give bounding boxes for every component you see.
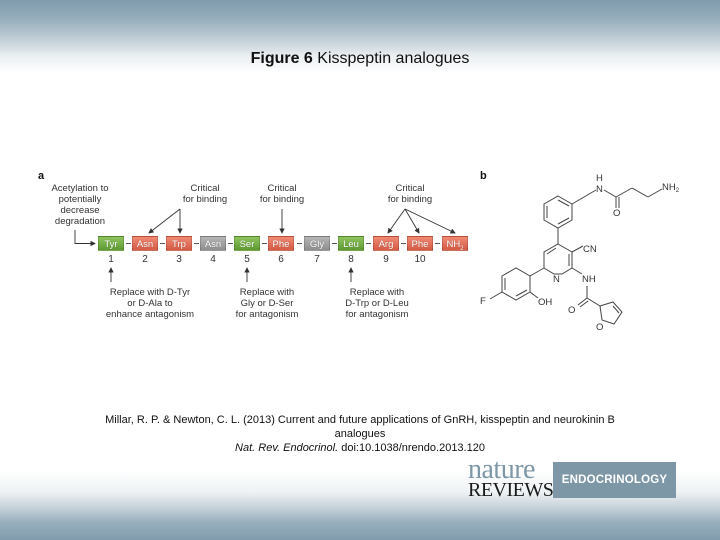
note-line: for binding: [259, 194, 305, 205]
citation-journal: Nat. Rev. Endocrinol. doi:10.1038/nrendo…: [0, 441, 720, 455]
note-line: Critical: [267, 183, 297, 194]
replace-note-1: Replace with D-Tyr or D-Ala to enhance a…: [95, 287, 205, 320]
atom-h: H: [596, 173, 603, 184]
atom-oh: OH: [538, 297, 552, 308]
note-line: decrease: [60, 205, 100, 216]
residue-gly: Gly: [304, 236, 330, 251]
note-line: D-Trp or D-Leu: [345, 298, 409, 309]
note-line: Gly or D-Ser: [240, 298, 294, 309]
atom-o-furan: O: [596, 322, 603, 333]
residue-arg: Arg: [373, 236, 399, 251]
note-line: enhance antagonism: [105, 309, 195, 320]
citation-line-1: Millar, R. P. & Newton, C. L. (2013) Cur…: [105, 414, 615, 426]
residue-phe: Phe: [407, 236, 433, 251]
panel-b-label: b: [480, 170, 487, 182]
residue-number: 7: [314, 254, 320, 265]
note-line: Acetylation to: [51, 183, 109, 194]
note-line: Replace with D-Tyr: [109, 287, 191, 298]
atom-nh: NH: [582, 274, 596, 285]
note-line: or D-Ala to: [127, 298, 173, 309]
note-line: Replace with: [349, 287, 405, 298]
note-line: for binding: [387, 194, 433, 205]
logo-nature: nature: [468, 454, 535, 485]
residue-leu: Leu: [338, 236, 364, 251]
atom-n-ring: N: [553, 274, 560, 285]
note-line: for binding: [182, 194, 228, 205]
residue-number: 10: [414, 254, 426, 265]
replace-note-3: Replace with D-Trp or D-Leu for antagoni…: [327, 287, 427, 320]
residue-asn: Asn: [132, 236, 158, 251]
acetylation-note: Acetylation to potentially decrease degr…: [30, 183, 130, 227]
atom-n: N: [596, 184, 603, 195]
logo-reviews: REVIEWS: [468, 479, 554, 501]
residue-number: 3: [176, 254, 182, 265]
atom-o-carbonyl: O: [568, 305, 575, 316]
atom-cn: CN: [583, 244, 597, 255]
subscript: 2: [460, 245, 464, 252]
residue-asn: Asn: [200, 236, 226, 251]
residue-number: 4: [210, 254, 216, 265]
atom-nh2: NH2: [662, 182, 680, 194]
note-line: Critical: [190, 183, 220, 194]
note-line: for antagonism: [235, 309, 299, 320]
residue-number: 6: [278, 254, 284, 265]
critical-note-3: Critical for binding: [375, 183, 445, 205]
critical-note-1: Critical for binding: [170, 183, 240, 205]
residue-number: 2: [142, 254, 148, 265]
journal-name: Nat. Rev. Endocrinol.: [235, 442, 339, 454]
note-line: degradation: [54, 216, 106, 227]
atom-o: O: [613, 208, 620, 219]
figure-label: Figure 6: [250, 50, 313, 67]
note-line: Replace with: [239, 287, 295, 298]
figure-title: Figure 6 Kisspeptin analogues: [0, 50, 720, 68]
note-line: Critical: [395, 183, 425, 194]
note-line: for antagonism: [345, 309, 409, 320]
replace-note-2: Replace with Gly or D-Ser for antagonism: [222, 287, 312, 320]
residue-number: 5: [244, 254, 250, 265]
doi: doi:10.1038/nrendo.2013.120: [341, 442, 485, 454]
residue-trp: Trp: [166, 236, 192, 251]
atom-f: F: [480, 296, 486, 307]
figure-caption: Kisspeptin analogues: [317, 50, 470, 67]
residue-ser: Ser: [234, 236, 260, 251]
critical-note-2: Critical for binding: [247, 183, 317, 205]
logo-endocrinology: ENDOCRINOLOGY: [553, 462, 676, 498]
residue-tyr: Tyr: [98, 236, 124, 251]
residue-number: 8: [348, 254, 354, 265]
panel-a-label: a: [38, 170, 45, 182]
residue-phe: Phe: [268, 236, 294, 251]
residue-nh2: NH2: [442, 236, 468, 252]
note-line: potentially: [58, 194, 102, 205]
residue-number: 1: [108, 254, 114, 265]
residue-number: 9: [383, 254, 389, 265]
citation-line-2: analogues: [334, 428, 386, 440]
